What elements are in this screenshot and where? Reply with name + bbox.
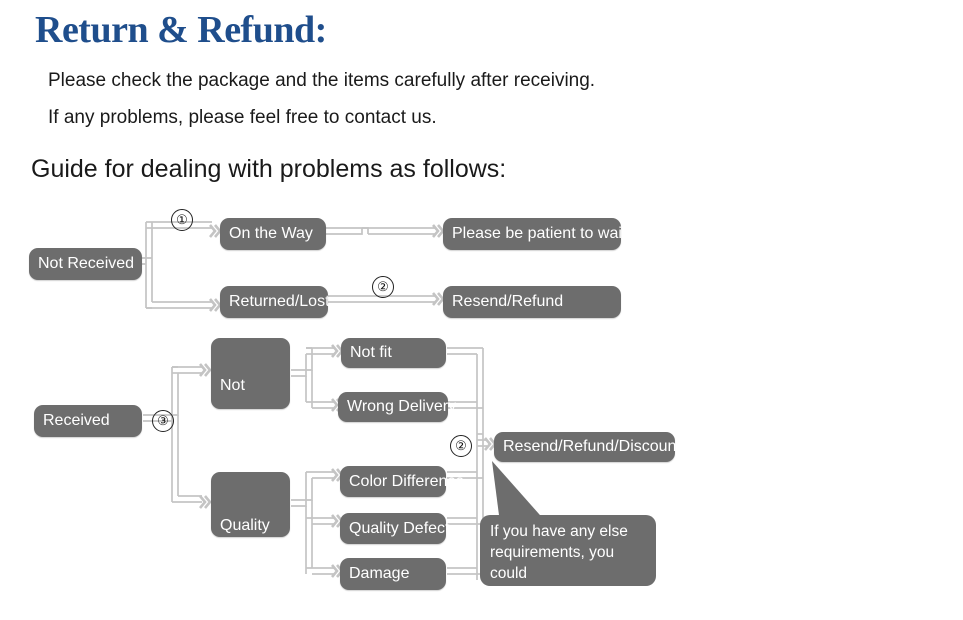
node-not-quality-problem-line-2: Quality bbox=[220, 428, 270, 446]
step-marker-3: ③ bbox=[152, 410, 174, 432]
callout-line-1: If you have any else bbox=[490, 523, 628, 540]
node-damage[interactable]: Damage bbox=[340, 558, 446, 590]
node-wrong-delivery[interactable]: Wrong Delivery bbox=[338, 392, 456, 422]
intro-line-2: If any problems, please feel free to con… bbox=[48, 107, 437, 128]
guide-heading: Guide for dealing with problems as follo… bbox=[31, 155, 507, 183]
node-returned-lost[interactable]: Returned/Lost bbox=[220, 286, 330, 318]
callout-box: If you have any else requirements, you c… bbox=[480, 515, 656, 603]
return-refund-infographic: Return & Refund: Please check the packag… bbox=[29, 9, 681, 603]
callout-pointer bbox=[492, 461, 547, 523]
node-quality-problem-line-1: Quality bbox=[220, 516, 270, 534]
node-not-quality-problem[interactable]: Not Quality Problem bbox=[211, 338, 290, 497]
node-quality-problem-line-2: Problem bbox=[220, 568, 280, 586]
intro-line-1: Please check the package and the items c… bbox=[48, 70, 596, 91]
node-resend-refund[interactable]: Resend/Refund bbox=[443, 286, 621, 318]
callout-line-3: also tell us! bbox=[490, 585, 568, 603]
node-on-the-way[interactable]: On the Way bbox=[220, 218, 326, 250]
node-received[interactable]: Received bbox=[34, 405, 142, 437]
flowchart-connectors bbox=[142, 221, 547, 580]
callout-line-2: requirements, you could bbox=[490, 543, 615, 582]
node-quality-problem[interactable]: Quality Problem bbox=[211, 472, 290, 585]
node-not-quality-problem-line-1: Not bbox=[220, 376, 245, 394]
step-marker-1: ① bbox=[171, 209, 193, 231]
page-title: Return & Refund: bbox=[35, 9, 327, 51]
node-color-difference[interactable]: Color Difference bbox=[340, 466, 464, 497]
step-marker-2-top: ② bbox=[372, 276, 394, 298]
node-quality-defect[interactable]: Quality Defect bbox=[340, 513, 449, 544]
flowchart bbox=[142, 221, 547, 580]
node-please-be-patient[interactable]: Please be patient to wait bbox=[443, 218, 626, 250]
step-marker-2-bottom: ② bbox=[450, 435, 472, 457]
node-not-received[interactable]: Not Received bbox=[29, 248, 142, 280]
node-resend-refund-discount[interactable]: Resend/Refund/Discount bbox=[494, 432, 681, 462]
node-not-fit[interactable]: Not fit bbox=[341, 338, 446, 368]
